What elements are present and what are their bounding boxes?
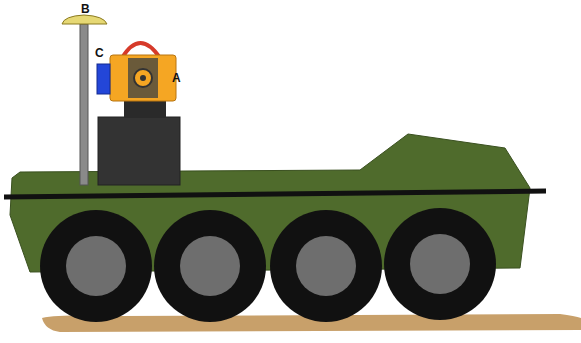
total-station — [110, 55, 176, 101]
callout-letter: B — [81, 3, 90, 15]
lens-center — [140, 75, 146, 81]
callout-letter: C — [95, 47, 104, 59]
callout-letter: A — [172, 72, 181, 84]
telescope-lens — [134, 69, 152, 87]
mount-box — [98, 117, 180, 185]
wheels — [40, 208, 496, 322]
gnss-antenna — [62, 15, 107, 24]
antenna-pole — [80, 24, 88, 185]
instrument-base — [124, 100, 166, 117]
prism — [97, 64, 110, 94]
hull-line — [4, 191, 546, 197]
telescope-housing — [128, 58, 158, 98]
